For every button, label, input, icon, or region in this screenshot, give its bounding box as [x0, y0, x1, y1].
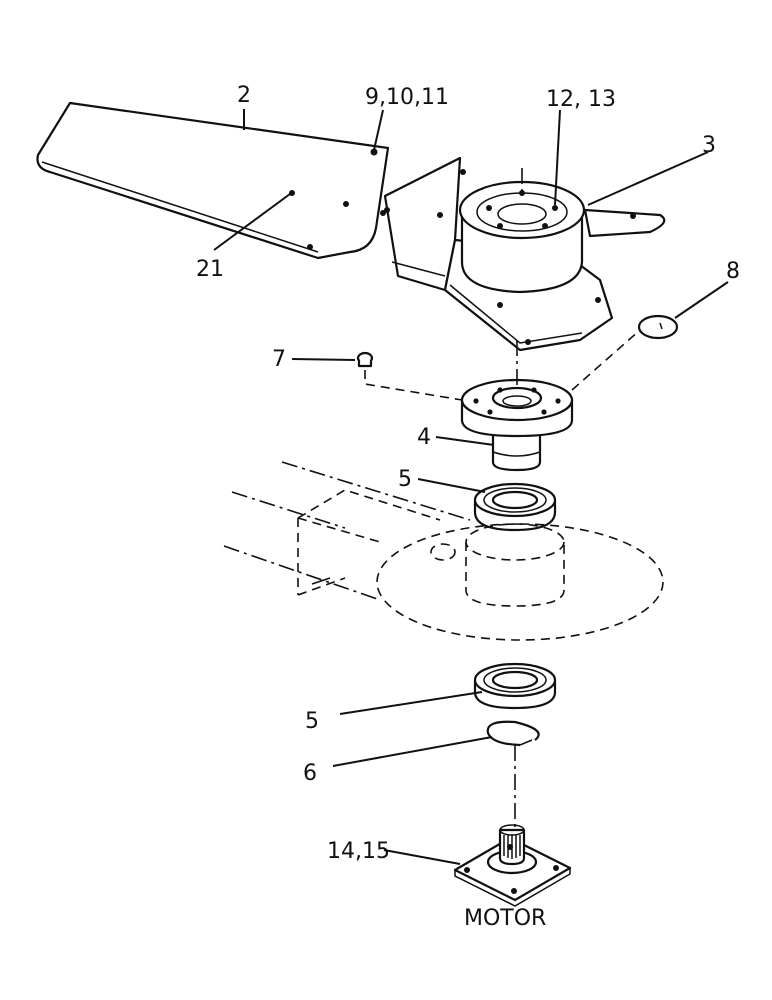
blade-part — [36, 101, 390, 260]
circlip-part — [486, 720, 540, 747]
bearing-upper-part — [473, 482, 557, 532]
label-screw: 7 — [272, 347, 286, 372]
label-bearing-upper: 5 — [398, 467, 412, 492]
label-motor-fasteners: 14,15 — [327, 839, 390, 864]
label-hub: 3 — [702, 133, 716, 158]
label-flange: 4 — [417, 425, 431, 450]
label-motor: MOTOR — [464, 906, 546, 931]
motor-part — [453, 824, 572, 907]
bearing-lower-part — [473, 662, 557, 710]
label-bearing-lower: 5 — [305, 709, 319, 734]
label-hub-fasteners: 12, 13 — [546, 87, 616, 112]
label-cap: 8 — [726, 259, 740, 284]
label-blade: 2 — [237, 83, 251, 108]
center-axis — [364, 168, 641, 830]
flange-part — [460, 378, 574, 472]
disc-housing — [223, 461, 664, 641]
label-circlip: 6 — [303, 761, 317, 786]
label-blade-rivet: 21 — [196, 257, 224, 282]
hub-part — [383, 156, 666, 352]
screw-part — [356, 351, 374, 368]
label-blade-fasteners: 9,10,11 — [365, 85, 449, 110]
leader-lines — [213, 109, 729, 865]
cap-part — [637, 314, 679, 340]
